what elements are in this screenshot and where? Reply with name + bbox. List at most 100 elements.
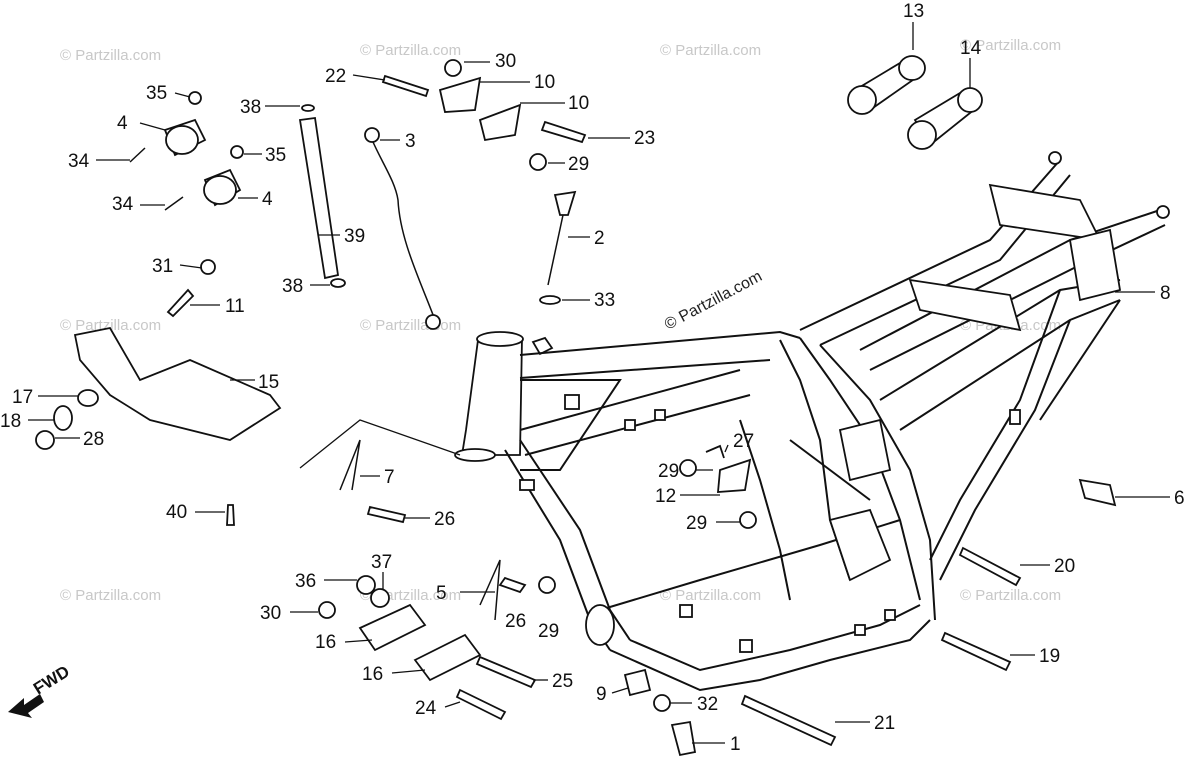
rear-side-plate [1068,228,1122,302]
watermark: © Partzilla.com [60,47,161,64]
part-nut-30 [444,59,462,77]
leader-7 [299,419,461,469]
watermark: © Partzilla.com [660,42,761,59]
watermark: © Partzilla.com [960,587,1061,604]
callout-26: 26 [434,509,455,530]
part-bolt-25 [475,655,537,689]
frame-tab [564,394,580,410]
part-washer-37 [370,588,390,608]
fwd-arrow-icon [8,694,44,718]
seat-rail-left-a [799,159,1061,331]
callout-labels: 13 14 30 22 10 10 23 29 3 2 33 35 4 34 3… [0,1,1185,755]
part-bolt-22 [381,74,430,98]
rear-cross-plate [988,183,1102,242]
part-clamp-4 [163,118,242,207]
part-gauge-2-shaft [547,214,564,286]
part-nut-35 [230,145,244,159]
callout-35: 35 [146,83,167,104]
callout-30: 30 [260,603,281,624]
part-plug-1 [670,720,697,757]
part-collar-36 [356,575,376,595]
frame-tab [679,604,693,618]
part-clip-38 [330,278,346,288]
part-plate-10 [438,76,482,113]
frame-tab [854,624,866,636]
part-bolt-26 [366,505,407,524]
callout-31: 31 [152,256,173,277]
rear-strut-b [939,319,1071,581]
part-plate-10 [478,103,522,142]
cradle-bottom-2 [629,604,921,672]
callout-10: 10 [568,93,589,114]
callout-19: 19 [1039,646,1060,667]
callout-34: 34 [68,151,90,172]
part-nut-29 [538,576,556,594]
callout-38: 38 [240,97,261,118]
top-tube-upper [519,330,801,356]
callout-2: 2 [594,228,605,249]
part-washer-31 [200,259,216,275]
part-skid-plate-15 [73,326,282,441]
mid-cross-plate [908,278,1022,332]
watermarks: © Partzilla.com © Partzilla.com © Partzi… [60,37,1061,604]
part-gauge-2 [553,190,577,216]
callout-3: 3 [405,131,416,152]
part-plate-12 [717,458,752,493]
frame-tab [739,639,753,653]
part-clamp-13 [847,55,926,115]
rail-end [1048,151,1062,165]
part-nut-35 [188,91,202,105]
part-seal-33 [539,295,561,305]
callout-32: 32 [697,694,718,715]
callout-29: 29 [538,621,559,642]
callout-6: 6 [1174,488,1185,509]
callout-24: 24 [415,698,437,719]
cradle-bottom-1 [609,619,931,692]
callout-11: 11 [225,296,245,317]
watermark: © Partzilla.com [360,42,461,59]
part-collar-9 [623,668,652,697]
part-nut-29 [679,459,697,477]
center-post-c [819,344,936,621]
part-hose-39 [298,116,340,280]
part-bolt-23 [540,120,587,144]
callout-17: 17 [12,387,33,408]
callout-29: 29 [658,461,679,482]
part-tab-6 [1078,478,1117,507]
leader-lines [28,22,1170,744]
part-bolt-34 [164,196,184,211]
part-nut-28 [35,430,55,450]
callout-15: 15 [258,372,279,393]
callout-29: 29 [686,513,707,534]
callout-38: 38 [282,276,303,297]
callout-14: 14 [960,38,982,59]
head-stud [531,336,554,356]
pivot-plate [739,419,791,601]
callout-34: 34 [112,194,134,215]
callout-18: 18 [0,411,21,432]
engine-mount [828,508,892,582]
callout-26: 26 [505,611,526,632]
brace-1 [519,369,741,431]
callout-4: 4 [117,113,128,134]
callout-40: 40 [166,502,187,523]
callout-4: 4 [262,189,273,210]
callout-12: 12 [655,486,676,507]
watermark-center: © Partzilla.com [662,268,765,334]
main-frame [454,151,1170,692]
shock-mount [838,418,892,482]
head-pipe-bottom [454,448,496,462]
frame-tab [519,479,535,491]
callout-9: 9 [596,684,607,705]
part-clamp-14 [907,87,983,150]
callout-39: 39 [344,226,365,247]
callout-7: 7 [384,467,395,488]
part-collar-17 [77,389,99,407]
callout-25: 25 [552,671,573,692]
callout-33: 33 [594,290,615,311]
rear-strut-a [929,289,1061,561]
top-tube-lower [519,359,771,379]
cradle-boss [585,604,615,646]
part-bracket-16 [358,603,427,652]
